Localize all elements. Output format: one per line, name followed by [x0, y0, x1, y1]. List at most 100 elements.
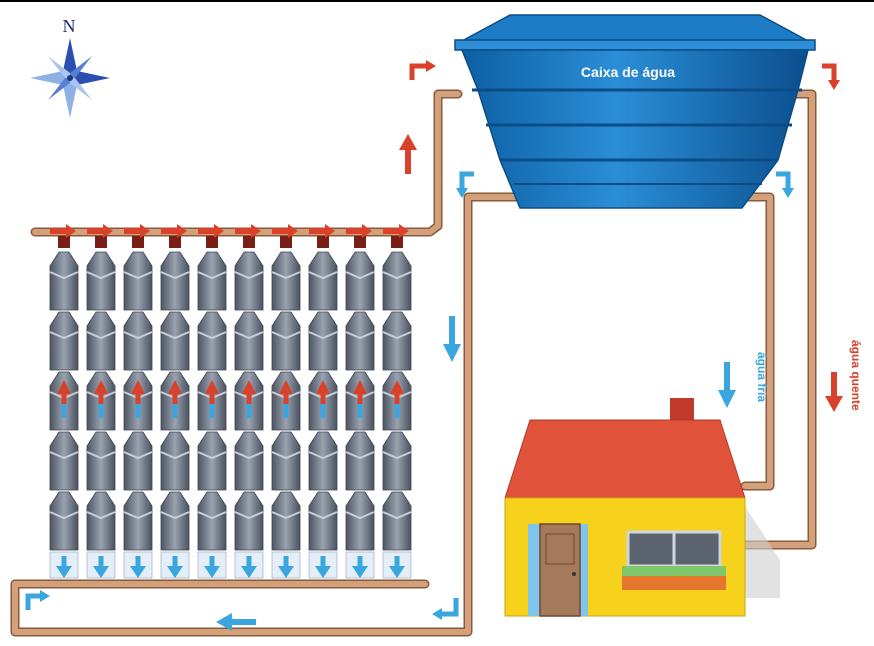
cold-flow-arrow — [315, 566, 331, 578]
bottle — [234, 311, 264, 371]
cold-flow-arrow — [93, 566, 109, 578]
cold-arrow-to-house-pipe — [776, 171, 794, 198]
bottle-cap — [206, 236, 218, 248]
collector-column — [160, 224, 190, 579]
bottle — [382, 491, 412, 551]
cold-flow-arrow — [278, 566, 294, 578]
bottle — [308, 431, 338, 491]
bottle — [345, 311, 375, 371]
bottle — [86, 311, 116, 371]
internal-up-arrow — [316, 380, 330, 394]
cold-arrow-left — [216, 613, 256, 631]
bottle — [86, 251, 116, 311]
cold-arrow-down-house — [718, 362, 736, 408]
cold-arrow-into-collector — [25, 590, 50, 610]
bottle — [86, 491, 116, 551]
compass-rose-icon: N — [30, 16, 110, 118]
bottle-cap — [354, 236, 366, 248]
cold-flow-arrow — [241, 566, 257, 578]
hot-arrow-up — [399, 134, 417, 174]
hot-arrow-into-tank — [409, 60, 436, 80]
bottle — [123, 431, 153, 491]
collector-column — [234, 224, 264, 579]
internal-up-arrow — [279, 380, 293, 394]
tank-label: Caixa de água — [581, 64, 675, 80]
hot-water-label: água quente — [849, 340, 863, 411]
bottle — [160, 251, 190, 311]
cold-flow-arrow — [389, 566, 405, 578]
internal-up-arrow — [242, 380, 256, 394]
cold-arrow-from-tank — [456, 171, 474, 198]
bottle — [123, 251, 153, 311]
bottle — [308, 491, 338, 551]
internal-up-arrow — [131, 380, 145, 394]
bottle — [345, 491, 375, 551]
collector-column — [49, 224, 79, 579]
cold-arrow-down-main — [443, 316, 461, 362]
bottle — [197, 431, 227, 491]
bottle — [382, 311, 412, 371]
bottle-cap — [132, 236, 144, 248]
collector-column — [197, 224, 227, 579]
hot-flow-arrow — [161, 224, 187, 238]
collector-column — [345, 224, 375, 579]
hot-flow-arrow — [87, 224, 113, 238]
cold-arrow-bottom-corner — [432, 598, 459, 620]
bottle — [197, 251, 227, 311]
internal-up-arrow — [168, 380, 182, 394]
bottle — [49, 251, 79, 311]
cold-flow-arrow — [130, 566, 146, 578]
bottle — [49, 491, 79, 551]
bottle — [197, 491, 227, 551]
collector-column — [382, 224, 412, 579]
collector-column — [308, 224, 338, 579]
bottle — [123, 311, 153, 371]
collector-column — [86, 224, 116, 579]
bottle — [271, 491, 301, 551]
compass-north-label: N — [63, 16, 76, 36]
internal-up-arrow — [390, 380, 404, 394]
bottle-cap — [169, 236, 181, 248]
bottle-collector — [49, 224, 412, 579]
hot-flow-arrow — [309, 224, 335, 238]
bottle — [271, 311, 301, 371]
bottle — [345, 251, 375, 311]
hot-flow-arrow — [235, 224, 261, 238]
bottle-cap — [95, 236, 107, 248]
hot-flow-arrow — [383, 224, 409, 238]
hot-flow-arrow — [198, 224, 224, 238]
bottle — [234, 431, 264, 491]
bottle — [49, 311, 79, 371]
cold-flow-arrow — [56, 566, 72, 578]
hot-arrow-out-tank — [822, 63, 840, 90]
water-tank: Caixa de água — [454, 14, 816, 209]
house — [504, 398, 780, 617]
collector-column — [271, 224, 301, 579]
bottle — [160, 431, 190, 491]
cold-flow-arrow — [204, 566, 220, 578]
bottle — [382, 251, 412, 311]
bottle — [86, 431, 116, 491]
bottle — [234, 251, 264, 311]
bottle-cap — [317, 236, 329, 248]
bottle — [271, 251, 301, 311]
bottle — [271, 431, 301, 491]
pipe-network — [10, 89, 817, 637]
cold-flow-arrow — [352, 566, 368, 578]
hot-flow-arrow — [346, 224, 372, 238]
bottle — [160, 311, 190, 371]
flow-arrows — [25, 60, 843, 631]
hot-flow-arrow — [272, 224, 298, 238]
bottle — [234, 491, 264, 551]
bottle — [197, 311, 227, 371]
bottle — [308, 251, 338, 311]
internal-up-arrow — [94, 380, 108, 394]
bottle-cap — [280, 236, 292, 248]
bottle — [308, 311, 338, 371]
internal-up-arrow — [353, 380, 367, 394]
bottle — [49, 431, 79, 491]
bottle — [160, 491, 190, 551]
internal-up-arrow — [205, 380, 219, 394]
collector-column — [123, 224, 153, 579]
